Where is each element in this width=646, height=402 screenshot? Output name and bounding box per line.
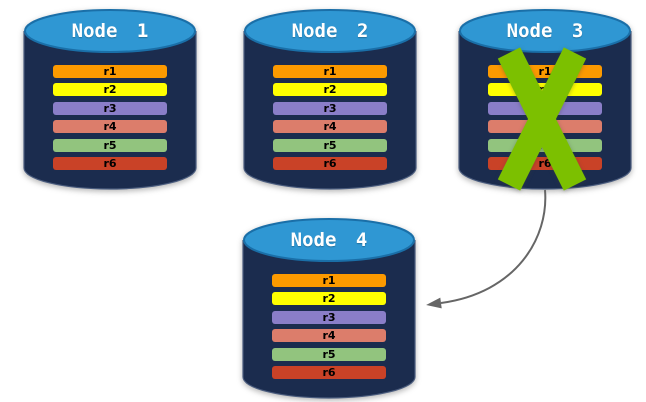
node-title: Node 1 xyxy=(71,20,149,42)
cylinder-top xyxy=(460,10,630,52)
replica-row-r6: r6 xyxy=(273,157,387,170)
node-title: Node 2 xyxy=(291,20,369,42)
replica-row-r3: r3 xyxy=(272,311,386,324)
failure-x-icon xyxy=(497,47,587,191)
cylinder-top-outline xyxy=(24,9,196,53)
replica-row-r5: r5 xyxy=(53,139,167,152)
replica-row-r2: r2 xyxy=(272,292,386,305)
cylinder-top-outline xyxy=(244,9,416,53)
replica-row-r5: r5 xyxy=(272,348,386,361)
replica-row-r4: r4 xyxy=(53,120,167,133)
replica-row-r1: r1 xyxy=(273,65,387,78)
cylinder-body-outline xyxy=(243,31,417,190)
cylinder-top xyxy=(245,10,415,52)
replication-arrow-line xyxy=(440,189,547,304)
replica-row-r6: r6 xyxy=(53,157,167,170)
replica-rows: r1 r2 r3 r4 r5 r6 xyxy=(242,8,418,190)
cylinder-body-outline xyxy=(458,31,632,190)
cylinder-top-outline xyxy=(459,9,631,53)
replica-row-r6: r6 xyxy=(272,366,386,379)
cylinder-top xyxy=(244,219,414,261)
replica-row-r1: r1 xyxy=(272,274,386,287)
replica-row-r4: r4 xyxy=(272,329,386,342)
replica-row-r4: r4 xyxy=(273,120,387,133)
replica-rows: r1 r2 r3 r4 r5 r6 xyxy=(241,217,417,399)
failure-x-stroke xyxy=(497,47,587,191)
replica-row-r2: r2 xyxy=(53,83,167,96)
replica-row-r3: r3 xyxy=(53,102,167,115)
replica-rows: r1 r2 r3 r4 r5 r6 xyxy=(22,8,198,190)
node-title: Node 3 xyxy=(506,20,584,42)
cylinder-body-outline xyxy=(23,31,197,190)
cylinder-top-outline xyxy=(243,218,415,262)
node-title: Node 4 xyxy=(290,229,368,251)
node-4: Node 4 r1 r2 r3 r4 r5 r6 xyxy=(241,217,417,399)
cylinder-top xyxy=(25,10,195,52)
replica-row-r1: r1 xyxy=(53,65,167,78)
node-2: Node 2 r1 r2 r3 r4 r5 r6 xyxy=(242,8,418,190)
replica-row-r5: r5 xyxy=(273,139,387,152)
node-1: Node 1 r1 r2 r3 r4 r5 r6 xyxy=(22,8,198,190)
replica-row-r3: r3 xyxy=(273,102,387,115)
replica-row-r2: r2 xyxy=(273,83,387,96)
cylinder-body-outline xyxy=(242,240,416,399)
replication-arrow-head xyxy=(426,297,442,309)
